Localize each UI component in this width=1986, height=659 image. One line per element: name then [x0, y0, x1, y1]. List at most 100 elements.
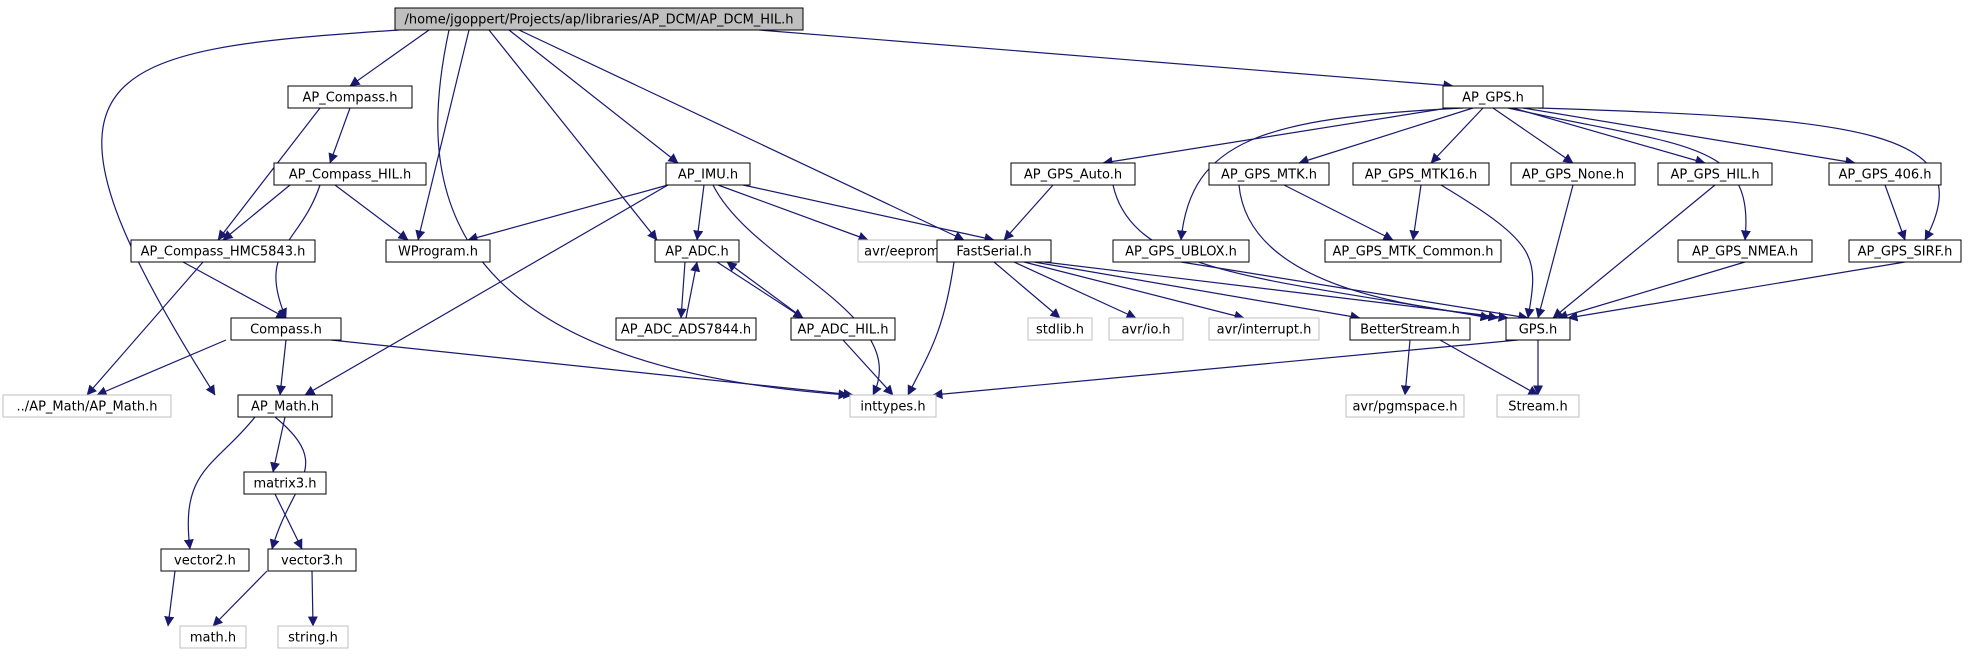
node-box	[1108, 317, 1184, 341]
node-box	[849, 394, 937, 418]
edge-ap_compass_hil-to-wprogram	[334, 184, 409, 241]
edge-fastserial-to-avr_io	[1013, 261, 1137, 319]
edge-ap_adc_hil-to-ap_adc	[726, 261, 804, 319]
node-box	[936, 239, 1052, 263]
node-box	[385, 239, 491, 263]
edge-vector3-to-string	[307, 570, 318, 627]
node-vector3[interactable]: vector3.h	[267, 548, 357, 572]
node-ap-gps-406[interactable]: AP_GPS_406.h	[1828, 162, 1942, 186]
node-ap-gps[interactable]: AP_GPS.h	[1442, 85, 1544, 109]
node-box	[1324, 239, 1502, 263]
node-label: stdlib.h	[1036, 323, 1084, 338]
node-ap-adc[interactable]: AP_ADC.h	[654, 239, 740, 263]
edge-ap_imu-to-ap_math	[304, 184, 669, 396]
edge-ap_gps_nmea-to-gps	[1557, 261, 1746, 321]
node-ap-adc-hil[interactable]: AP_ADC_HIL.h	[790, 317, 896, 341]
node-ap-gps-ublox[interactable]: AP_GPS_UBLOX.h	[1112, 239, 1250, 263]
edges-layer	[86, 29, 1940, 627]
node-gps[interactable]: GPS.h	[1505, 317, 1571, 341]
edge-ap_imu-to-inttypes	[712, 184, 882, 396]
node-box	[615, 317, 757, 341]
node-label: AP_GPS_None.h	[1522, 168, 1624, 183]
node-box	[1208, 162, 1330, 186]
edge-root-to-ap_adc	[488, 29, 658, 241]
node-box	[277, 625, 349, 649]
node-ap-gps-auto[interactable]: AP_GPS_Auto.h	[1010, 162, 1136, 186]
node-ap-compass-hmc5843[interactable]: AP_Compass_HMC5843.h	[130, 239, 316, 263]
edge-ap_compass-to-ap_compass_hil	[328, 107, 351, 164]
node-ap-gps-mtk16[interactable]: AP_GPS_MTK16.h	[1352, 162, 1490, 186]
edge-root-to-fastserial	[518, 29, 965, 241]
node-box	[237, 394, 333, 418]
node-label: AP_GPS_UBLOX.h	[1125, 245, 1237, 260]
edge-ap_gps_mtk16-to-gps	[1440, 184, 1535, 319]
edge-gps-to-inttypes	[932, 339, 1519, 400]
node-label: AP_Compass_HMC5843.h	[141, 245, 306, 260]
node-ap-compass[interactable]: AP_Compass.h	[287, 85, 413, 109]
node-compass[interactable]: Compass.h	[230, 317, 342, 341]
node-box	[790, 317, 896, 341]
node-ap-gps-none[interactable]: AP_GPS_None.h	[1510, 162, 1636, 186]
node-label: BetterStream.h	[1360, 323, 1460, 338]
node-box	[1027, 317, 1093, 341]
edge-root-to-ap_math	[101, 29, 400, 396]
node-box	[1112, 239, 1250, 263]
node-avr-pgmspace: avr/pgmspace.h	[1345, 394, 1465, 418]
node-label: AP_GPS_Auto.h	[1024, 168, 1122, 183]
node-box	[243, 471, 327, 495]
node-ap-gps-mtk-common[interactable]: AP_GPS_MTK_Common.h	[1324, 239, 1502, 263]
node-box	[1349, 317, 1471, 341]
node-ap-compass-hil[interactable]: AP_Compass_HIL.h	[273, 162, 427, 186]
nodes-layer: /home/jgoppert/Projects/ap/libraries/AP_…	[2, 7, 1962, 649]
node-wprogram[interactable]: WProgram.h	[385, 239, 491, 263]
node-label: avr/pgmspace.h	[1352, 400, 1457, 415]
edge-ap_gps-to-ap_gps_auto	[1102, 107, 1449, 167]
node-ap-gps-hil[interactable]: AP_GPS_HIL.h	[1657, 162, 1773, 186]
node-label: math.h	[190, 631, 236, 646]
edge-fastserial-to-gps	[1043, 261, 1509, 322]
node-label: AP_GPS_HIL.h	[1670, 168, 1759, 183]
edge-ap_adc_hil-to-inttypes	[842, 339, 894, 396]
node-box	[1657, 162, 1773, 186]
node-root[interactable]: /home/jgoppert/Projects/ap/libraries/AP_…	[394, 7, 804, 31]
node-box	[1352, 162, 1490, 186]
edge-ap_gps-to-ap_gps_none	[1492, 107, 1574, 164]
node-ap-imu[interactable]: AP_IMU.h	[665, 162, 751, 186]
node-label: Stream.h	[1508, 400, 1567, 415]
node-ap-adc-ads7844[interactable]: AP_ADC_ADS7844.h	[615, 317, 757, 341]
node-box	[273, 162, 427, 186]
node-label: AP_Compass_HIL.h	[289, 168, 411, 183]
node-label: avr/io.h	[1121, 323, 1170, 338]
node-label: AP_GPS_SIRF.h	[1858, 245, 1953, 260]
node-label: WProgram.h	[398, 245, 478, 260]
node-ap-gps-sirf[interactable]: AP_GPS_SIRF.h	[1848, 239, 1962, 263]
node-fastserial[interactable]: FastSerial.h	[936, 239, 1052, 263]
edge-ap_gps_mtk-to-ap_gps_mtk_common	[1283, 184, 1394, 241]
node-box	[230, 317, 342, 341]
node-label: AP_Compass.h	[302, 91, 397, 106]
node-label: GPS.h	[1519, 323, 1558, 338]
edge-ap_compass_hmc5843-to-compass	[182, 261, 287, 319]
edge-ap_gps-to-ap_gps_nmea	[1507, 107, 1751, 241]
edge-ap_gps_auto-to-fastserial	[1003, 184, 1054, 241]
node-ap-math[interactable]: AP_Math.h	[237, 394, 333, 418]
node-label: AP_GPS_MTK.h	[1221, 168, 1317, 183]
node-box	[1510, 162, 1636, 186]
node-vector2[interactable]: vector2.h	[160, 548, 250, 572]
node-ap-gps-mtk[interactable]: AP_GPS_MTK.h	[1208, 162, 1330, 186]
node-label: FastSerial.h	[956, 245, 1031, 260]
edge-betterstream-to-stream	[1439, 339, 1539, 396]
node-label: AP_IMU.h	[678, 168, 738, 183]
edge-vector2-to-math	[164, 570, 176, 627]
node-matrix3[interactable]: matrix3.h	[243, 471, 327, 495]
node-label: AP_ADC_ADS7844.h	[621, 323, 751, 338]
node-label: AP_GPS_NMEA.h	[1692, 245, 1798, 260]
node-label: AP_ADC_HIL.h	[798, 323, 889, 338]
node-label: avr/eeprom.h	[864, 245, 952, 260]
edge-compass-to-ap_math	[276, 339, 287, 396]
node-betterstream[interactable]: BetterStream.h	[1349, 317, 1471, 341]
edge-fastserial-to-avr_interrupt	[1023, 261, 1245, 321]
node-ap-gps-nmea[interactable]: AP_GPS_NMEA.h	[1677, 239, 1813, 263]
edge-ap_imu-to-fastserial	[742, 184, 995, 243]
